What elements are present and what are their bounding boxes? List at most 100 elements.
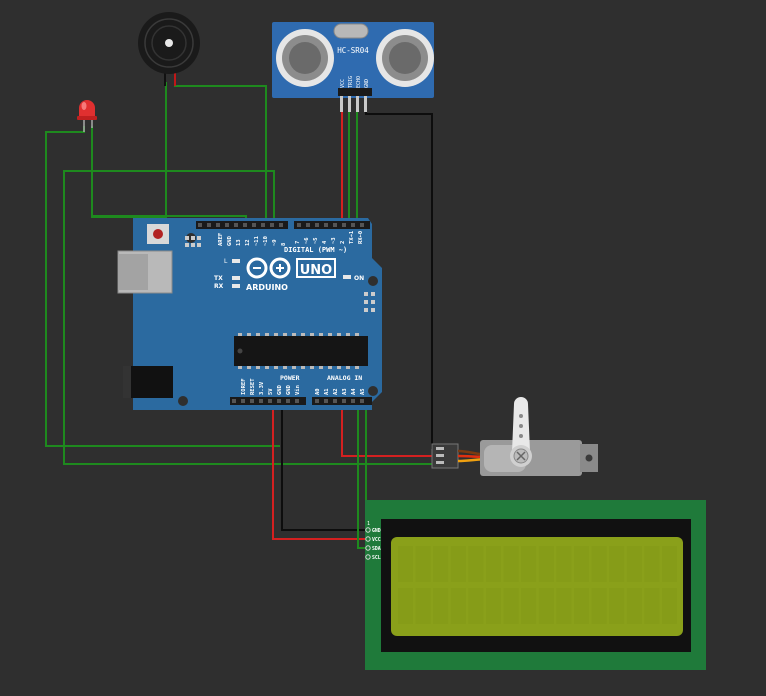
on-label: ON [354,275,364,282]
header-hole[interactable] [333,399,337,403]
lcd-char-cell [521,546,537,582]
power-pin-label: RESET [250,378,256,395]
header-hole[interactable] [333,223,337,227]
lcd-char-cell [486,588,501,624]
digital-label: DIGITAL (PWM ~) [284,246,347,254]
lcd-pin-label: VCC [372,537,381,543]
header-hole[interactable] [306,223,310,227]
buzzer[interactable] [138,12,200,86]
chip-pin [355,366,359,369]
sensor-pin-label: VCC [340,79,346,88]
wire-servo-signal[interactable] [63,170,440,465]
header-hole[interactable] [277,399,281,403]
header-hole[interactable] [324,399,328,403]
header-hole[interactable] [315,223,319,227]
wire-lcd-vcc[interactable] [272,402,368,540]
header-hole[interactable] [243,223,247,227]
arduino-logo-text: ARDUINO [246,283,288,292]
header-hole[interactable] [360,223,364,227]
wire-buzzer-1[interactable] [91,82,167,218]
header-hole[interactable] [315,399,319,403]
power-pin-label: Vin [295,385,301,395]
header-hole[interactable] [216,223,220,227]
chip-pin [319,366,323,369]
lcd-pin-label: SDA [372,546,381,552]
top-pin-label: 8 [281,243,287,246]
led[interactable] [77,100,97,132]
chip-pin [301,333,305,336]
header-hole[interactable] [351,399,355,403]
chip-pin [283,333,287,336]
chip-pin [292,333,296,336]
header-hole[interactable] [279,223,283,227]
lcd-char-cell [556,588,572,624]
lcd-char-cell [521,588,537,624]
lcd-char-cell [398,588,413,624]
chip-pin [328,366,332,369]
header-hole[interactable] [268,399,272,403]
lcd-char-cell [609,588,625,624]
lcd-char-cell [538,546,554,582]
power-pin-label: 5V [268,388,274,395]
chip-pin [319,333,323,336]
wire-lcd-gnd[interactable] [281,402,368,531]
header-hole[interactable] [259,399,263,403]
header-hole[interactable] [234,223,238,227]
chip-pin [301,366,305,369]
digital-header-right[interactable] [294,221,370,229]
header-hole[interactable] [198,223,202,227]
header-hole[interactable] [270,223,274,227]
sensor-pin-label: ECHO [356,76,362,88]
lcd-char-cell [415,588,431,624]
analog-pin-label: A1 [324,388,330,395]
header-hole[interactable] [207,223,211,227]
ultrasonic-sensor[interactable]: HC-SR04 VCC TRIG ECHO GND [272,22,434,112]
lcd-char-cell [644,588,660,624]
analog-pin-label: A2 [333,388,339,395]
analog-pin-label: A4 [351,388,357,395]
header-hole[interactable] [250,399,254,403]
header-hole[interactable] [295,399,299,403]
top-pin-label: 13 [236,239,242,246]
header-hole[interactable] [360,399,364,403]
analog-pin-label: A5 [360,388,366,395]
chip-pin [310,333,314,336]
power-label: POWER [280,374,300,382]
wire-buzzer-2[interactable] [174,82,267,224]
lcd-char-cell [503,588,519,624]
header-hole[interactable] [342,223,346,227]
lcd-display[interactable]: 1 GND VCC SDA SCL [365,500,706,670]
header-hole[interactable] [232,399,236,403]
header-hole[interactable] [351,223,355,227]
wire-lcd-sda[interactable] [357,402,368,549]
top-pin-label: GND [227,235,233,246]
lcd-char-cell [644,546,660,582]
lcd-char-cell [556,546,572,582]
chip-pin [274,366,278,369]
header-hole[interactable] [241,399,245,403]
header-hole[interactable] [342,399,346,403]
lcd-char-cell [450,588,466,624]
header-hole[interactable] [252,223,256,227]
lcd-pin1-label: 1 [367,521,370,527]
header-hole[interactable] [261,223,265,227]
header-hole[interactable] [225,223,229,227]
power-pin-label: 3.3V [259,381,265,395]
lcd-char-cell [591,588,607,624]
lcd-char-cell [415,546,431,582]
top-pin-label: ~5 [313,237,319,244]
lcd-char-cell [468,588,484,624]
chip-pin [238,333,242,336]
wire-led-1[interactable] [91,126,247,224]
header-hole[interactable] [324,223,328,227]
chip-pin [310,366,314,369]
servo-motor[interactable] [431,397,598,476]
header-hole[interactable] [297,223,301,227]
digital-header-left[interactable] [196,221,288,229]
tx-led-label: TX [214,275,223,282]
header-hole[interactable] [286,399,290,403]
chip-pin [283,366,287,369]
